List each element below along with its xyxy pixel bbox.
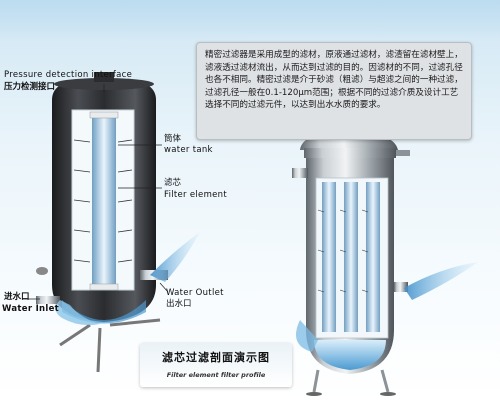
- left-outlet-water: [150, 232, 200, 282]
- tank-label-en: water tank: [164, 145, 213, 155]
- right-inlet-water: [296, 320, 318, 352]
- outlet-label-cn: 出水口: [166, 299, 192, 309]
- top-band: [0, 0, 500, 40]
- inlet-label-en: Water Inlet: [2, 304, 60, 314]
- outlet-label-en: Water Outlet: [166, 288, 224, 298]
- left-inlet-water: [55, 300, 100, 326]
- pressure-label-cn: 压力检测接口: [4, 82, 56, 92]
- element-label-cn: 滤芯: [164, 178, 182, 188]
- element-label-en: Filter element: [164, 190, 228, 200]
- inlet-label-cn: 进水口: [4, 292, 30, 302]
- pressure-label-en: Pressure detection interface: [4, 70, 133, 80]
- left-filter-housing: [36, 72, 168, 373]
- caption-title-en: Filter element filter profile: [166, 371, 266, 379]
- caption-title-cn: 滤芯过滤剖面演示图: [162, 351, 270, 364]
- description-box: 精密过滤器是采用成型的滤材，原液通过滤材，滤渣留在滤材壁上，滤液透过滤材流出，从…: [196, 42, 472, 140]
- tank-label-cn: 筒体: [164, 134, 182, 144]
- caption-box: 滤芯过滤剖面演示图 Filter element filter profile: [140, 343, 292, 387]
- right-outlet-water: [404, 262, 478, 300]
- right-filter-housing: [292, 122, 410, 396]
